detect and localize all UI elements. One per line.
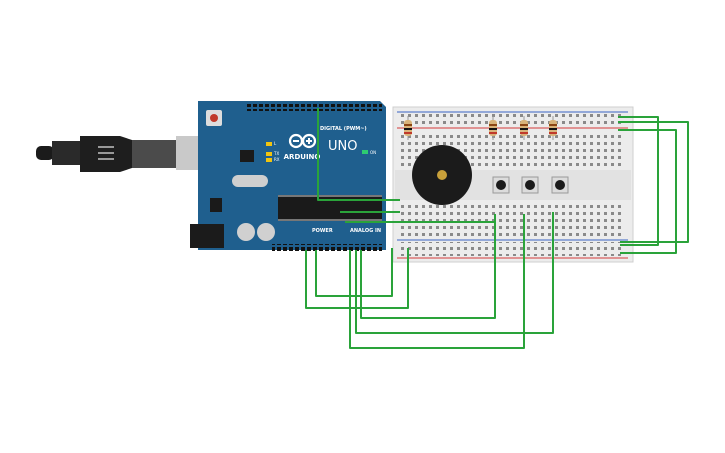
model-label: UNO — [328, 139, 357, 154]
wire[interactable] — [355, 212, 554, 334]
led-on — [362, 150, 368, 154]
wire[interactable] — [618, 129, 677, 254]
capacitor — [237, 223, 255, 241]
crystal — [232, 175, 268, 187]
wire[interactable] — [349, 214, 525, 349]
resistor[interactable] — [520, 116, 528, 140]
push-button[interactable] — [551, 176, 569, 194]
top-power-rail[interactable] — [400, 113, 624, 127]
capacitor — [257, 223, 275, 241]
led-rx — [266, 158, 272, 162]
wire[interactable] — [317, 108, 400, 201]
digital-label: DIGITAL (PWM~) — [320, 126, 367, 132]
atmega-chip — [278, 197, 382, 219]
power-label: POWER — [312, 228, 333, 234]
wire[interactable] — [315, 248, 393, 297]
led-l — [266, 142, 272, 146]
resistor[interactable] — [549, 116, 557, 140]
bottom-power-rail[interactable] — [400, 242, 624, 256]
arduino-logo — [288, 133, 317, 149]
brand-label: ARDUINO — [284, 153, 321, 161]
analog-label: ANALOG IN — [350, 228, 381, 234]
power-analog-header[interactable] — [272, 244, 382, 251]
wire[interactable] — [618, 116, 659, 246]
arduino-uno-board[interactable]: ARDUINO UNO DIGITAL (PWM~) POWER ANALOG … — [190, 101, 386, 251]
piezo-buzzer[interactable] — [412, 145, 472, 205]
led-on-label: ON — [370, 150, 376, 155]
push-button[interactable] — [521, 176, 539, 194]
push-button[interactable] — [492, 176, 510, 194]
led-tx — [266, 152, 272, 156]
digital-header[interactable] — [246, 104, 382, 111]
wire[interactable] — [360, 214, 496, 319]
led-rx-label: RX — [274, 157, 280, 162]
power-jack[interactable] — [190, 224, 224, 248]
led-tx-label: TX — [273, 151, 279, 156]
resistor[interactable] — [404, 116, 412, 140]
led-l-label: L — [274, 141, 277, 146]
usb-cable[interactable] — [36, 136, 198, 172]
breadboard[interactable] — [392, 106, 634, 263]
lower-terminal-strip[interactable] — [400, 203, 624, 237]
resistor[interactable] — [489, 116, 497, 140]
wire[interactable] — [618, 121, 689, 243]
